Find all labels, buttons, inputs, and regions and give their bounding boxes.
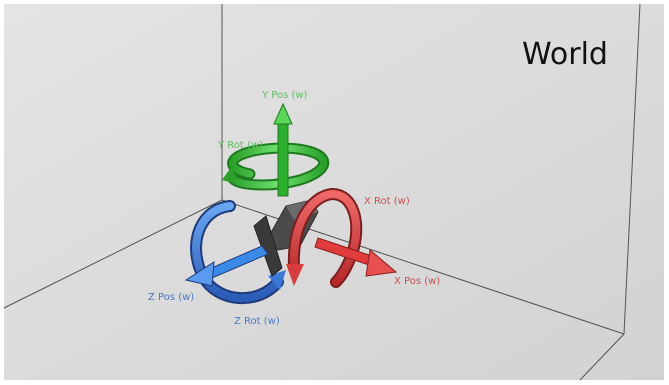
x-rot-arrowhead <box>286 264 304 286</box>
x-pos-arrowhead <box>365 249 398 277</box>
x-pos-handle[interactable] <box>314 237 398 277</box>
z-pos-arrowhead <box>184 261 215 287</box>
right-corner-edge <box>623 3 641 335</box>
x-rot-label: X Rot (w) <box>364 196 410 207</box>
y-pos-handle[interactable] <box>273 102 293 197</box>
y-pos-label: Y Pos (w) <box>261 90 308 101</box>
y-rot-handle[interactable] <box>222 142 330 191</box>
x-rot-handle[interactable] <box>286 187 363 288</box>
z-pos-label: Z Pos (w) <box>148 292 194 303</box>
z-pos-handle[interactable] <box>184 245 269 287</box>
y-pos-arrowhead <box>273 102 293 125</box>
view-title: World <box>522 37 608 72</box>
left-floor-edge <box>3 199 223 309</box>
y-rot-label: Y Rot (w) <box>217 140 263 151</box>
y-rot-arrowhead <box>222 166 236 184</box>
z-rot-label: Z Rot (w) <box>234 316 280 327</box>
x-pos-label: X Pos (w) <box>394 276 440 287</box>
front-floor-edge <box>579 333 625 381</box>
